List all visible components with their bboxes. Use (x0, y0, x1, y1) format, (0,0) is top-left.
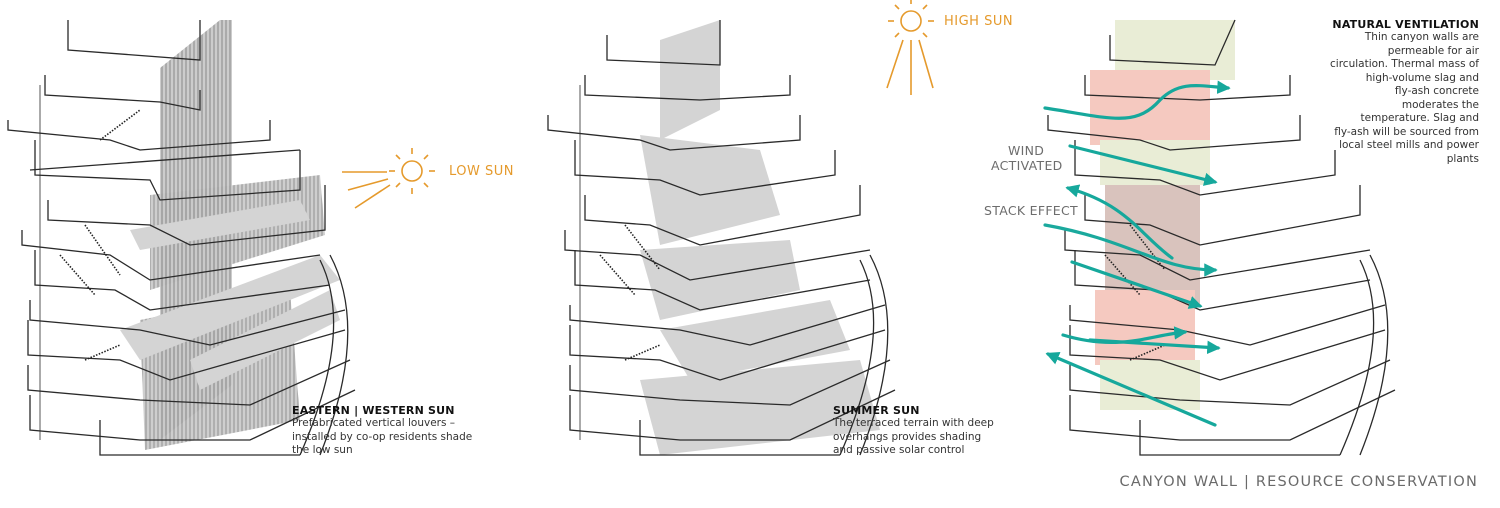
tower-linework (7, 20, 356, 456)
caption-line: Thin canyon walls are (1364, 31, 1479, 43)
panel-high-sun (547, 0, 934, 456)
caption-line: plants (1446, 152, 1479, 165)
canyon-shaft (1090, 20, 1235, 410)
deep-overhang-shadows (640, 20, 880, 455)
caption-line: installed by co-op residents shade (292, 430, 473, 443)
footer-title: CANYON WALL | RESOURCE CONSERVATION (1119, 474, 1478, 490)
airflow-arrows (1043, 80, 1231, 427)
stair-hatching (599, 224, 661, 361)
panel-ventilation (1043, 19, 1396, 456)
caption-eastern-western: EASTERN | WESTERN SUN Prefabricated vert… (292, 404, 512, 458)
caption-line: circulation. Thermal mass of (1330, 58, 1479, 70)
low-sun-icon (342, 148, 435, 209)
panel-low-sun (7, 20, 435, 456)
caption-natural-ventilation: NATURAL VENTILATION Thin canyon walls ar… (1300, 18, 1479, 166)
low-sun-label: LOW SUN (449, 164, 514, 179)
stack-effect-label: STACK EFFECT (984, 203, 1078, 218)
caption-line: the low sun (292, 444, 353, 456)
caption-line: fly-ash will be sourced from (1334, 125, 1479, 138)
caption-line: Prefabricated vertical louvers – (292, 417, 456, 429)
caption-line: high-volume slag and (1365, 71, 1479, 84)
caption-line: overhangs provides shading (833, 430, 982, 443)
caption-summer-sun: SUMMER SUN The terraced terrain with dee… (833, 404, 1033, 458)
caption-title: EASTERN | WESTERN SUN (292, 404, 455, 417)
caption-line: and passive solar control (833, 444, 965, 456)
caption-line: The terraced terrain with deep (833, 417, 994, 429)
caption-line: permeable for air (1387, 44, 1479, 57)
caption-line: fly-ash concrete (1394, 85, 1479, 97)
caption-title: SUMMER SUN (833, 404, 920, 417)
caption-line: moderates the (1401, 98, 1479, 111)
high-sun-label: HIGH SUN (944, 14, 1014, 29)
high-sun-icon (886, 0, 934, 95)
activated-label: ACTIVATED (991, 158, 1063, 173)
wind-label: WIND (1008, 143, 1045, 158)
tower-linework (547, 20, 896, 456)
caption-line: temperature. Slag and (1360, 112, 1479, 124)
caption-line: local steel mills and power (1339, 139, 1479, 151)
stair-hatching (59, 109, 141, 361)
stair-hatching (1104, 224, 1166, 361)
caption-title: NATURAL VENTILATION (1332, 18, 1479, 31)
